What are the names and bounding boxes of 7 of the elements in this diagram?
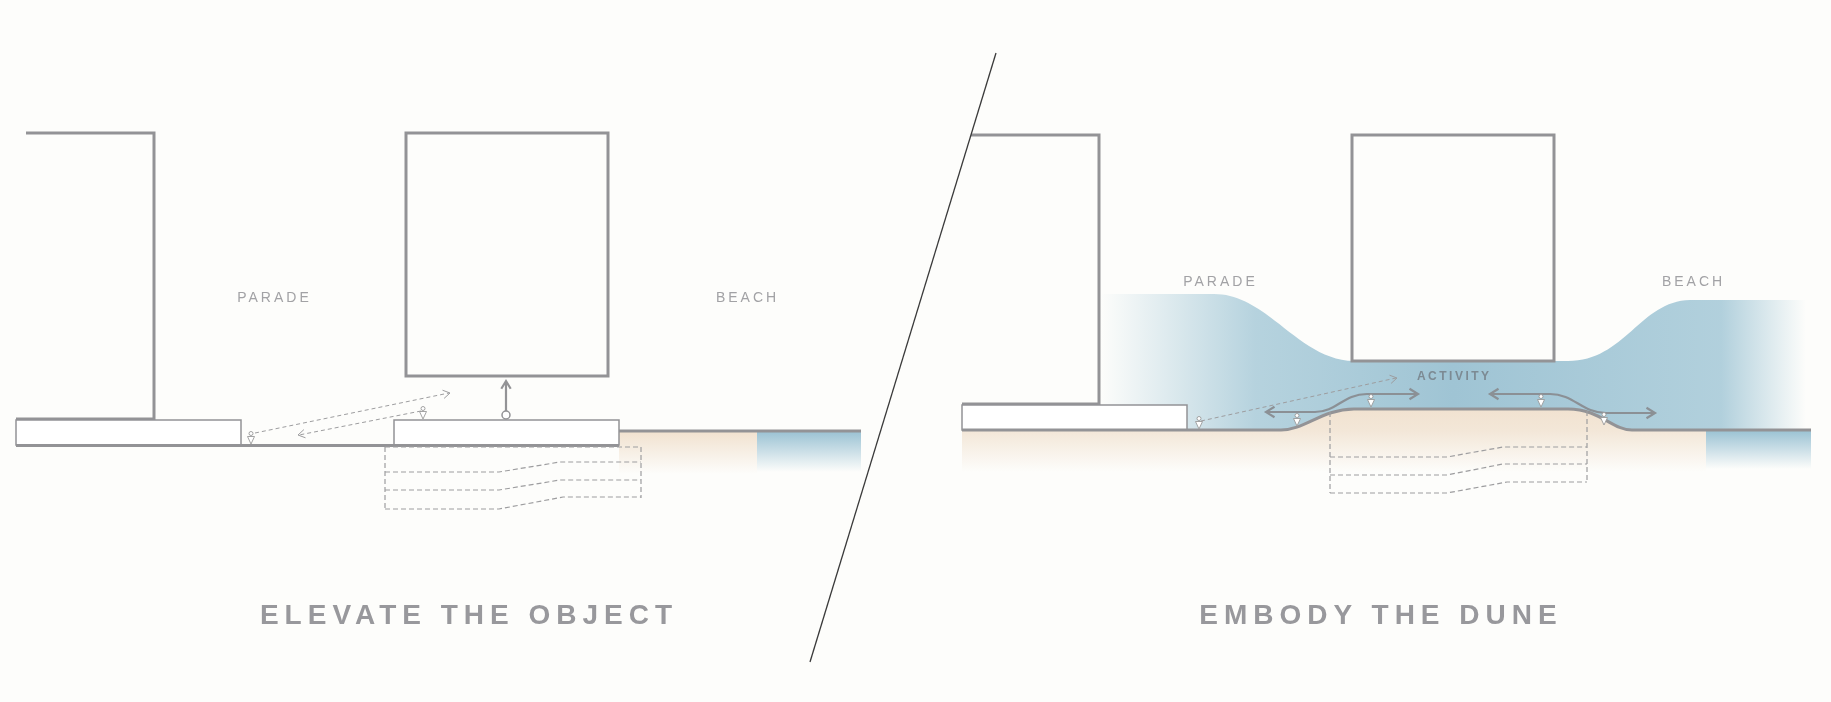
panel-heading: ELEVATE THE OBJECT: [259, 601, 679, 629]
panel-heading: EMBODY THE DUNE: [1199, 601, 1563, 629]
zone-label: PARADE: [237, 290, 312, 304]
zone-label: ACTIVITY: [1416, 370, 1492, 382]
zone-label: PARADE: [1183, 274, 1258, 288]
zone-label: BEACH: [1661, 274, 1726, 288]
zone-label: BEACH: [715, 290, 780, 304]
